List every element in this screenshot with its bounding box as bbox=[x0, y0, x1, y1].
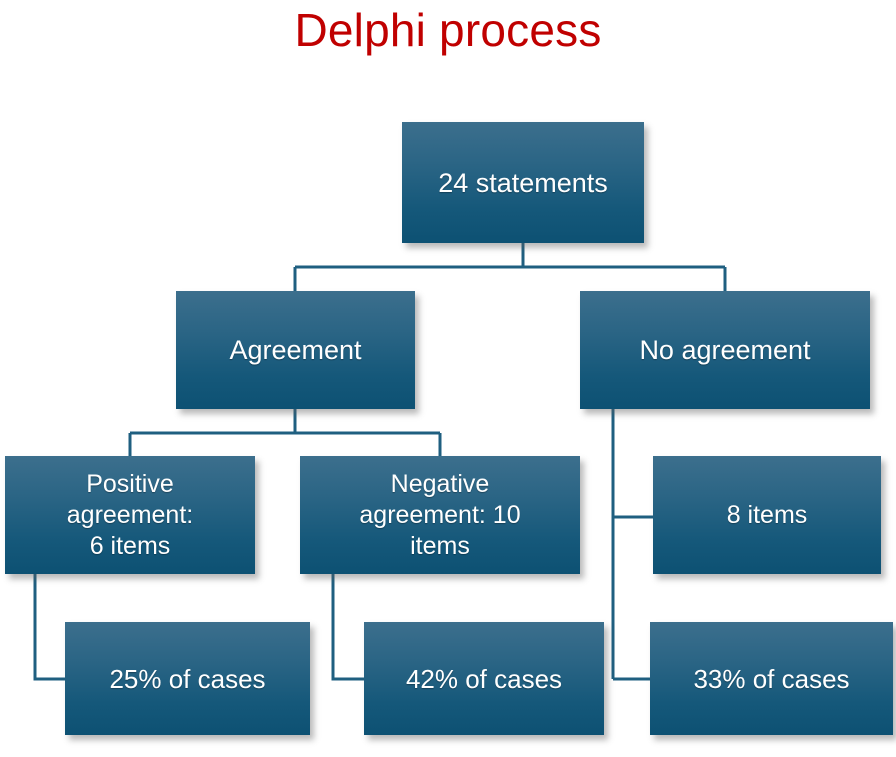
node-negative-agreement[interactable]: Negative agreement: 10 items bbox=[300, 456, 580, 574]
node-label: 24 statements bbox=[438, 167, 608, 198]
node-label: Positive agreement: 6 items bbox=[66, 469, 194, 560]
page-title: Delphi process bbox=[294, 4, 602, 56]
node-33-percent-of-cases[interactable]: 33% of cases bbox=[650, 622, 893, 735]
edge-positive-25 bbox=[33, 574, 65, 681]
node-label: Negative agreement: 10 items bbox=[359, 469, 521, 560]
edge-negative-42 bbox=[331, 574, 364, 681]
node-label: 33% of cases bbox=[693, 663, 850, 694]
node-8-items[interactable]: 8 items bbox=[653, 456, 881, 574]
node-no-agreement[interactable]: No agreement bbox=[580, 291, 870, 409]
node-positive-agreement[interactable]: Positive agreement: 6 items bbox=[5, 456, 255, 574]
node-label: 25% of cases bbox=[109, 663, 266, 694]
node-25-percent-of-cases[interactable]: 25% of cases bbox=[65, 622, 310, 735]
node-42-percent-of-cases[interactable]: 42% of cases bbox=[364, 622, 604, 735]
node-label: Agreement bbox=[229, 335, 362, 365]
node-label: No agreement bbox=[639, 335, 811, 365]
node-label: 8 items bbox=[726, 500, 808, 529]
node-label: 42% of cases bbox=[405, 663, 563, 694]
node-24-statements[interactable]: 24 statements bbox=[402, 122, 644, 243]
node-agreement[interactable]: Agreement bbox=[176, 291, 415, 409]
